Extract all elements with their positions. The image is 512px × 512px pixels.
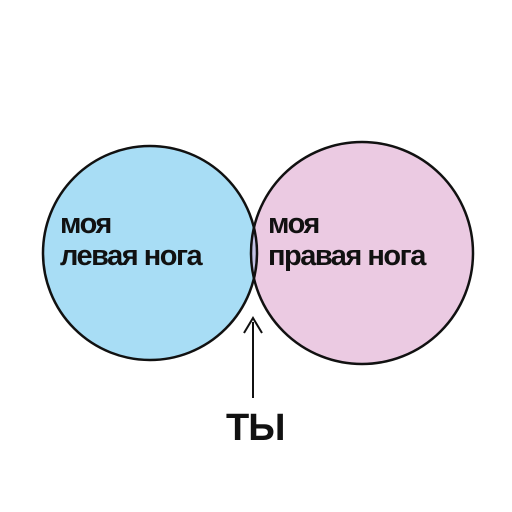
right-leg-circle-outline	[249, 140, 475, 366]
right-leg-label-line2: правая нога	[268, 240, 426, 272]
left-leg-circle-outline	[41, 144, 259, 362]
right-leg-label: моя правая нога	[268, 208, 426, 272]
left-leg-label: моя левая нога	[60, 208, 203, 272]
pointer-arrow-head	[243, 316, 263, 334]
left-leg-label-line1: моя	[60, 208, 112, 240]
left-leg-circle	[43, 146, 257, 360]
left-leg-label-line2: левая нога	[60, 240, 203, 272]
right-leg-circle	[251, 142, 473, 364]
right-leg-label-line1: моя	[268, 208, 320, 240]
you-label: ТЫ	[226, 407, 285, 449]
